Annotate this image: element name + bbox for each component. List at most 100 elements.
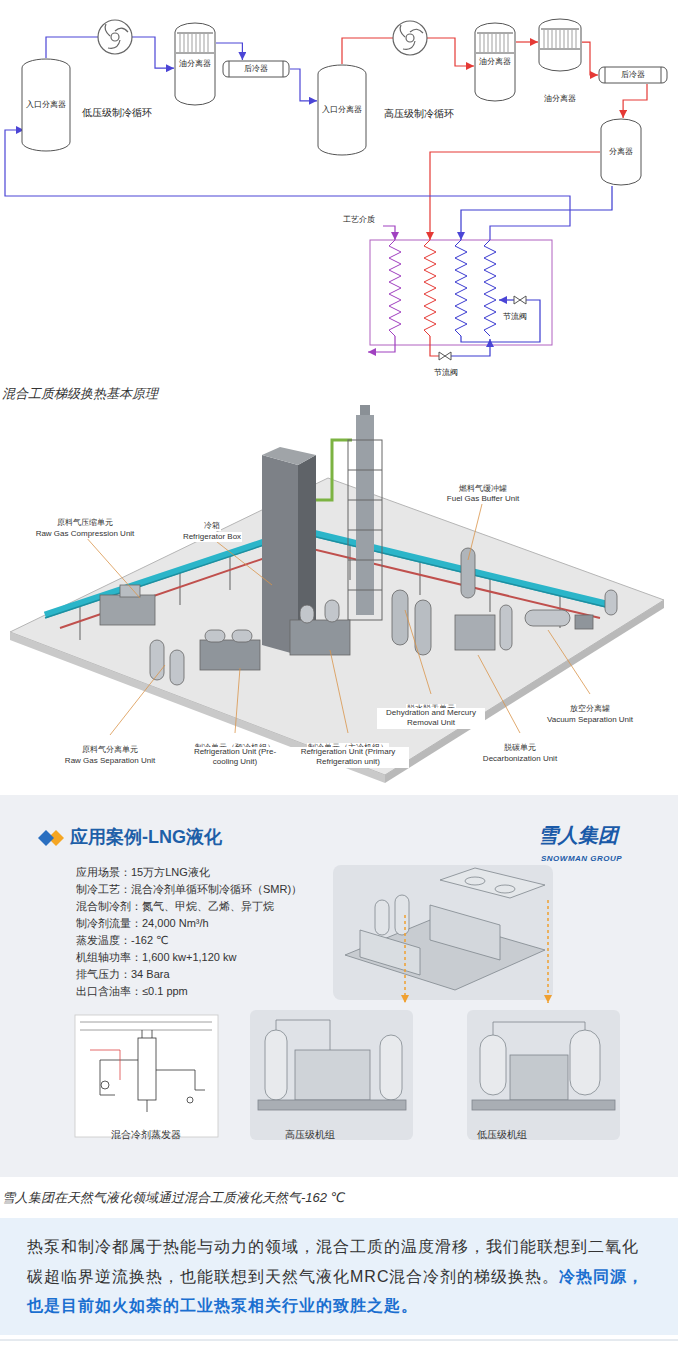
label-slot: 雪人集团 <box>538 822 618 848</box>
vessel-band <box>541 29 579 30</box>
column-part <box>356 415 374 615</box>
skid-image-part <box>345 918 545 990</box>
vessel-shell <box>318 65 366 155</box>
callout-label: 原料气压缩单元 <box>56 518 114 528</box>
label-slot: Raw Gas Separation Unit <box>55 749 165 767</box>
low-stage-unit-part <box>570 1030 600 1095</box>
low-stage-unit-part <box>510 1055 568 1100</box>
flow-connector <box>342 38 474 66</box>
slide-title: 应用案例-LNG液化 <box>70 826 222 849</box>
cooler-flange <box>229 61 230 77</box>
heat-exchanger-part <box>370 240 552 345</box>
label-slot: Refrigerator Box <box>167 525 257 543</box>
evaporator-schematic-part <box>90 1050 120 1080</box>
callout-label: Vacuum Separation Unit <box>546 715 634 725</box>
vessel-grill <box>188 34 189 52</box>
cooler-flange <box>283 61 284 77</box>
separator-vessel: 入口分离器 <box>21 58 71 152</box>
process-lines <box>5 130 612 356</box>
flow-connector <box>290 69 317 101</box>
evaporator-schematic-part <box>187 1097 193 1103</box>
evaporator-schematic-part <box>138 1038 156 1100</box>
column-part <box>348 470 382 590</box>
label-slot: 混合制冷剂：氮气、甲烷、乙烯、异丁烷 <box>76 896 274 914</box>
node-text: 后冷器 <box>243 64 269 74</box>
spec-line: 机组轴功率：1,600 kw+1,120 kw <box>76 950 236 964</box>
flow-connector <box>216 43 242 60</box>
label-slot: 高压级机组 <box>270 1124 350 1142</box>
label-slot: 低压级机组 <box>462 1124 542 1142</box>
label-slot: 混合工质梯级换热基本原理 <box>2 384 158 403</box>
equipment-part <box>455 615 495 650</box>
flow-connector <box>516 41 538 42</box>
label-slot: 脱碳单元 <box>490 736 550 754</box>
label-slot: 出口含油率：≤0.1 ppm <box>76 981 188 999</box>
title-icon-part <box>38 830 54 846</box>
callout-label: Refrigerator Box <box>182 532 242 542</box>
high-stage-unit-part <box>295 1050 370 1100</box>
compressor-symbol <box>98 20 427 55</box>
process-lines-part <box>499 299 514 300</box>
pipe-rack-part <box>179 570 180 605</box>
vessel-grill <box>208 34 209 52</box>
label-slot: 雪人集团在天然气液化领域通过混合工质液化天然气-162 ℃ <box>2 1188 345 1207</box>
vessel-grill <box>480 34 481 52</box>
column-part <box>360 405 370 417</box>
pipe-rack-part <box>349 542 350 580</box>
figure-caption: 雪人集团在天然气液化领域通过混合工质液化天然气-162 ℃ <box>2 1190 345 1207</box>
pointer-arrow-part <box>404 915 406 1003</box>
vessel-grill <box>484 34 485 52</box>
evaporator-schematic-part <box>100 1030 205 1112</box>
callout-label: 冷箱 <box>203 521 221 531</box>
label-slot: 原料气分离单元 <box>65 738 155 756</box>
high-stage-unit-part <box>265 1030 287 1100</box>
label-slot: 排气压力：34 Bara <box>76 964 170 982</box>
equipment-part <box>605 590 617 615</box>
process-lines-part <box>430 336 439 356</box>
compressor-symbol-part <box>400 25 423 49</box>
equipment-part <box>150 640 164 680</box>
pipe-rack-part <box>419 559 420 595</box>
pipe-rack-part <box>489 576 490 612</box>
separator-vessel: 油分离器 <box>474 22 516 102</box>
label-slot: 蒸发温度：-162 ℃ <box>76 930 168 948</box>
node-text: 油分离器 <box>478 57 512 67</box>
label-slot: 高压级制冷循环 <box>384 103 454 121</box>
high-stage-unit <box>250 1010 413 1140</box>
vessel-grill <box>492 34 493 52</box>
pointer-arrow <box>405 900 548 1003</box>
vessel-band <box>477 33 513 34</box>
heat-exchanger-part <box>484 240 496 336</box>
figure-caption: 混合工质梯级换热基本原理 <box>2 386 158 403</box>
vessel-band <box>177 33 213 34</box>
node-text: 入口分离器 <box>25 100 67 110</box>
skid-image-part <box>495 885 515 893</box>
vessel-shell <box>22 59 70 151</box>
vessel-grill <box>200 34 201 52</box>
equipment-part <box>525 610 570 626</box>
separator-vessel: 油分离器 <box>174 22 216 106</box>
callout-label: Decarbonization Unit <box>482 754 558 764</box>
vessel-grill <box>556 30 557 48</box>
label-slot: Refrigeration Unit (Primary Refrigeratio… <box>287 747 409 768</box>
vessel-grill <box>552 30 553 48</box>
label-slot: 节流阀 <box>431 361 461 379</box>
label-slot: Refrigeration Unit (Pre-cooling Unit) <box>190 747 280 768</box>
label-slot: 节流阀 <box>500 305 530 323</box>
cold-box <box>262 447 316 655</box>
spec-line: 应用场景：15万方LNG液化 <box>76 865 210 879</box>
aftercooler: 后冷器 <box>598 66 668 84</box>
evaporator-schematic-part <box>75 1015 218 1137</box>
label-slot: Decarbonization Unit <box>470 747 570 765</box>
plant-floor <box>10 478 664 783</box>
leader-line-part <box>468 500 483 560</box>
process-lines-part <box>368 336 395 352</box>
diagram-label: 低压级制冷循环 <box>82 106 152 119</box>
high-stage-unit-part <box>250 1010 413 1140</box>
vessel-grill <box>192 34 193 52</box>
slide-background <box>0 795 678 1177</box>
vessel-band <box>476 53 514 54</box>
